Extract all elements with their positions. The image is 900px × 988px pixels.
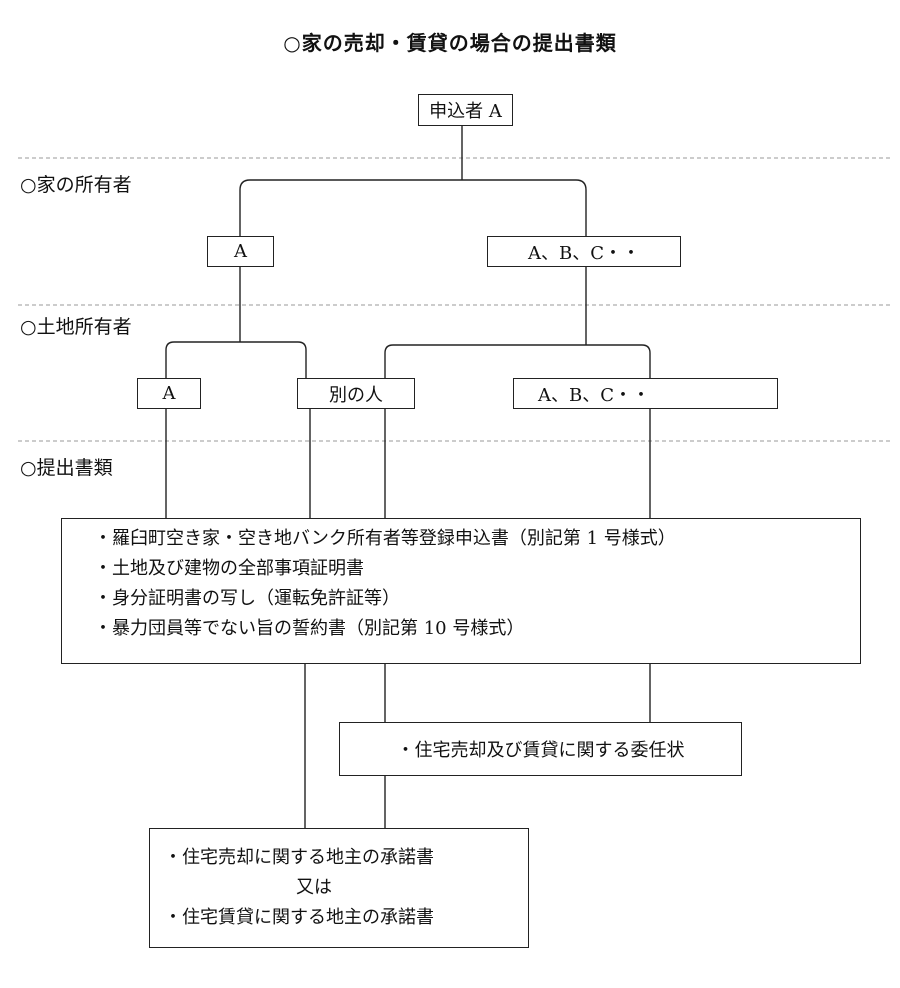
document-item: ・羅臼町空き家・空き地バンク所有者等登録申込書（別記第 1 号様式）: [94, 528, 676, 549]
bracket-land-owners-abc: [384, 344, 651, 378]
house-owner-multiple-box: A、B、C・・: [487, 236, 681, 267]
land-owner-other-box: 別の人: [297, 378, 415, 409]
section-label-documents: ○提出書類: [20, 457, 113, 479]
house-owner-single-box: A: [207, 236, 274, 267]
section-label-land-owner: ○土地所有者: [20, 316, 132, 338]
document-item: ・暴力団員等でない旨の誓約書（別記第 10 号様式）: [94, 618, 525, 639]
document-item: ・土地及び建物の全部事項証明書: [94, 558, 364, 579]
consent-rent-item: ・住宅賃貸に関する地主の承諾書: [164, 907, 434, 928]
document-item: ・身分証明書の写し（運転免許証等）: [94, 588, 400, 609]
bracket-land-owners-a: [165, 341, 307, 378]
consent-or-label: 又は: [296, 877, 332, 898]
common-documents-box: ・羅臼町空き家・空き地バンク所有者等登録申込書（別記第 1 号様式） ・土地及び…: [61, 518, 861, 664]
applicant-box: 申込者 A: [418, 94, 513, 126]
consent-sale-item: ・住宅売却に関する地主の承諾書: [164, 847, 434, 868]
consent-document-box: ・住宅売却に関する地主の承諾書 又は ・住宅賃貸に関する地主の承諾書: [149, 828, 529, 948]
land-owner-same-box: A: [137, 378, 201, 409]
bracket-house-owners: [239, 179, 587, 236]
land-owner-multiple-box: A、B、C・・: [513, 378, 778, 409]
section-label-house-owner: ○家の所有者: [20, 174, 132, 196]
proxy-document-box: ・住宅売却及び賃貸に関する委任状: [339, 722, 742, 776]
page-title: ○家の売却・賃貸の場合の提出書類: [283, 31, 617, 55]
